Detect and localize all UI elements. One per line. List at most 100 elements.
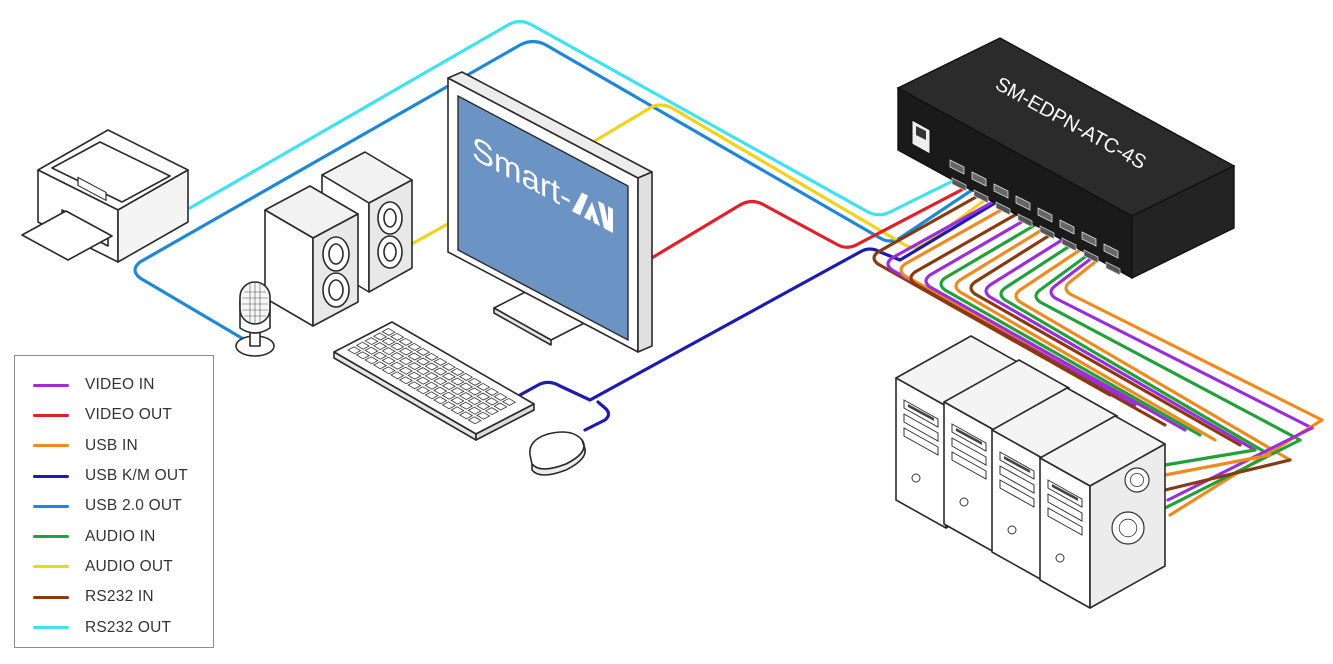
- tower-drive-bay: [903, 413, 939, 442]
- computer-cable-bundle: [872, 190, 1324, 517]
- keyboard-key: [372, 332, 388, 341]
- power-button-icon: [911, 473, 921, 483]
- keyboard-key: [398, 376, 413, 385]
- cable-usb-km-out-2: [583, 400, 611, 432]
- keyboard-key: [398, 337, 413, 346]
- keyboard-key: [476, 402, 491, 411]
- keyboard-key: [476, 382, 491, 391]
- device-port: [951, 177, 967, 192]
- cable-usb-km-out: [518, 198, 1002, 402]
- keyboard-key: [415, 376, 431, 385]
- keyboard-key: [467, 387, 482, 396]
- keyboard-key: [381, 347, 396, 356]
- bundle-usb-in-4: [1064, 248, 1324, 422]
- legend-item: USB 2.0 OUT: [33, 491, 213, 521]
- keyboard-key: [415, 347, 431, 356]
- keyboard-key: [450, 377, 465, 386]
- keyboard-key: [458, 382, 474, 391]
- keyboard-key: [381, 337, 396, 346]
- bundle-rs232-in-1: [872, 190, 1112, 397]
- tower-drive-slot: [1004, 456, 1030, 473]
- keyboard-key: [407, 362, 422, 371]
- keyboard-key: [450, 406, 465, 415]
- legend-label: USB K/M OUT: [85, 467, 188, 485]
- keyboard-key: [441, 391, 456, 400]
- legend-item: USB IN: [33, 431, 213, 461]
- keyboard-key: [433, 367, 448, 376]
- legend-item: AUDIO IN: [33, 521, 213, 551]
- keyboard-key: [433, 386, 448, 395]
- bundle-usb-in-2: [954, 226, 1217, 442]
- device-port: [1039, 225, 1055, 240]
- legend-swatch: [33, 383, 69, 387]
- keyboard-key: [441, 362, 456, 371]
- keyboard-key: [424, 362, 439, 371]
- bundle-usb-in-3: [1014, 240, 1292, 462]
- legend-swatch: [33, 626, 69, 630]
- power-button-icon: [959, 497, 969, 507]
- device-port: [995, 201, 1011, 216]
- legend-swatch: [33, 535, 69, 539]
- legend-swatch: [33, 444, 69, 448]
- tower-drive-bay: [903, 427, 939, 456]
- power-button-icon: [1055, 553, 1065, 563]
- keyboard-key: [381, 327, 396, 336]
- legend-swatch: [33, 565, 69, 569]
- device-port: [1061, 237, 1077, 252]
- keyboard-key: [407, 381, 422, 390]
- keyboard-key: [347, 346, 362, 355]
- legend-label: USB IN: [85, 436, 138, 454]
- speakers-icon: [264, 151, 413, 327]
- return-rs232-in: [1163, 458, 1292, 492]
- fan-inner: [1118, 518, 1138, 538]
- legend-item: RS232 IN: [33, 582, 213, 612]
- legend-label: RS232 IN: [85, 588, 154, 606]
- legend-item: VIDEO IN: [33, 370, 213, 400]
- keyboard-key: [355, 351, 370, 360]
- keyboard-key: [372, 351, 388, 360]
- cables: [133, 19, 1324, 517]
- keyboard-key: [381, 356, 396, 365]
- fan-icon: [1111, 511, 1145, 545]
- keyboard-key: [372, 361, 388, 370]
- keyboard-key: [458, 392, 474, 401]
- keyboard-key: [450, 396, 465, 405]
- keyboard-key: [415, 386, 431, 395]
- keyboard-key: [398, 357, 413, 366]
- power-button-icon: [1007, 525, 1017, 535]
- power-switch-icon: [911, 119, 931, 155]
- keyboard-key: [424, 391, 439, 400]
- device-port: [1081, 231, 1097, 247]
- device-port: [949, 159, 965, 175]
- keyboard-key: [433, 377, 448, 386]
- tower-drive-bay: [999, 479, 1035, 508]
- keyboard-key: [450, 367, 465, 376]
- keyboard-key: [372, 342, 388, 351]
- device-port: [971, 171, 987, 187]
- bundle-video-in-1: [886, 196, 1137, 407]
- keyboard-key: [476, 411, 491, 420]
- fan-icon: [1124, 467, 1150, 493]
- device-port: [1103, 243, 1119, 259]
- legend-item: VIDEO OUT: [33, 400, 213, 430]
- keyboard-keys: [347, 327, 517, 425]
- legend-swatch: [33, 413, 69, 417]
- cable-rs232-out: [188, 19, 977, 217]
- tower-drive-bay: [951, 437, 987, 466]
- keyboard-key: [493, 392, 508, 401]
- keyboard-key: [484, 407, 499, 416]
- bundle-usb-in-1: [899, 203, 1157, 414]
- keyboard-key: [424, 352, 439, 361]
- keyboard-key: [441, 372, 456, 381]
- keyboard-key: [441, 382, 456, 391]
- bundle-audio-in-3: [1034, 244, 1302, 442]
- device-port: [1059, 219, 1075, 235]
- device-port: [1105, 261, 1121, 276]
- bundle-video-in-4: [1049, 246, 1314, 430]
- legend-label: AUDIO IN: [85, 527, 156, 545]
- device-port: [973, 189, 989, 204]
- keyboard-key: [467, 416, 482, 425]
- monitor-screen: [457, 94, 629, 342]
